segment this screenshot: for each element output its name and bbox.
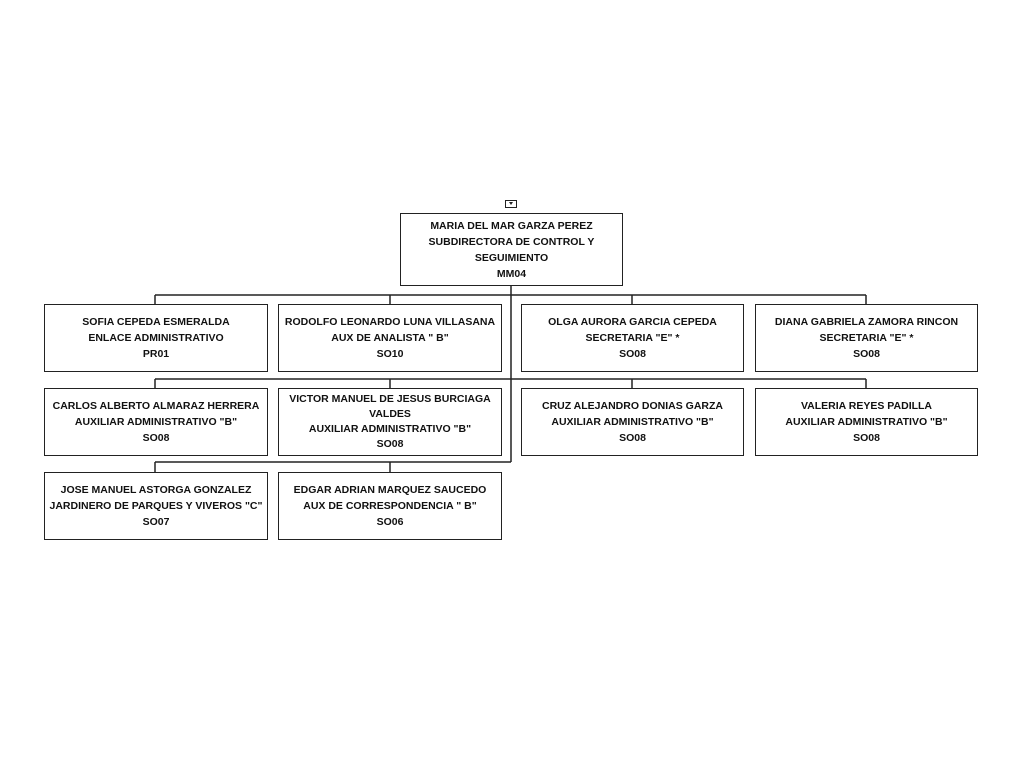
node-code: SO07 xyxy=(142,516,170,528)
node-title: AUXILIAR ADMINISTRATIVO "B" xyxy=(785,416,948,428)
node-code: SO08 xyxy=(376,438,404,450)
node-name: VALERIA REYES PADILLA xyxy=(800,400,933,412)
node-name: MARIA DEL MAR GARZA PEREZ xyxy=(430,219,593,232)
org-node-root[interactable]: MARIA DEL MAR GARZA PEREZ SUBDIRECTORA D… xyxy=(400,213,623,286)
org-node[interactable]: CRUZ ALEJANDRO DONIAS GARZA AUXILIAR ADM… xyxy=(521,388,744,456)
node-code: SO08 xyxy=(142,432,170,444)
node-title: AUX DE ANALISTA " B" xyxy=(331,332,449,344)
node-name: CRUZ ALEJANDRO DONIAS GARZA xyxy=(541,400,724,412)
org-node[interactable]: DIANA GABRIELA ZAMORA RINCON SECRETARIA … xyxy=(755,304,978,372)
node-name: OLGA AURORA GARCIA CEPEDA xyxy=(548,316,717,328)
node-name: SOFIA CEPEDA ESMERALDA xyxy=(82,316,230,328)
node-name: CARLOS ALBERTO ALMARAZ HERRERA xyxy=(52,400,260,412)
node-code: SO08 xyxy=(853,348,880,360)
node-title: ENLACE ADMINISTRATIVO xyxy=(88,332,224,344)
expand-handle-icon[interactable] xyxy=(505,200,517,208)
node-title: SECRETARIA "E" * xyxy=(585,332,680,344)
node-title: AUXILIAR ADMINISTRATIVO "B" xyxy=(551,416,714,428)
org-node[interactable]: SOFIA CEPEDA ESMERALDA ENLACE ADMINISTRA… xyxy=(44,304,268,372)
node-title: JARDINERO DE PARQUES Y VIVEROS "C" xyxy=(49,500,263,512)
org-node[interactable]: VALERIA REYES PADILLA AUXILIAR ADMINISTR… xyxy=(755,388,978,456)
org-node[interactable]: VICTOR MANUEL DE JESUS BURCIAGA VALDES A… xyxy=(278,388,502,456)
node-name: RODOLFO LEONARDO LUNA VILLASANA xyxy=(284,316,496,328)
node-title: SUBDIRECTORA DE CONTROL Y SEGUIMIENTO xyxy=(428,235,595,264)
node-code: MM04 xyxy=(496,267,527,280)
org-node[interactable]: EDGAR ADRIAN MARQUEZ SAUCEDO AUX DE CORR… xyxy=(278,472,502,540)
node-code: SO10 xyxy=(376,348,404,360)
node-title: AUXILIAR ADMINISTRATIVO "B" xyxy=(74,416,238,428)
node-title: SECRETARIA "E" * xyxy=(819,332,914,344)
org-node[interactable]: CARLOS ALBERTO ALMARAZ HERRERA AUXILIAR … xyxy=(44,388,268,456)
org-node[interactable]: RODOLFO LEONARDO LUNA VILLASANA AUX DE A… xyxy=(278,304,502,372)
node-code: SO08 xyxy=(619,432,646,444)
node-name: VICTOR MANUEL DE JESUS BURCIAGA VALDES xyxy=(289,393,491,420)
node-code: PR01 xyxy=(142,348,170,360)
org-node[interactable]: JOSE MANUEL ASTORGA GONZALEZ JARDINERO D… xyxy=(44,472,268,540)
node-code: SO08 xyxy=(619,348,646,360)
node-code: SO06 xyxy=(376,516,404,528)
node-title: AUX DE CORRESPONDENCIA " B" xyxy=(303,500,477,512)
node-code: SO08 xyxy=(853,432,880,444)
org-node[interactable]: OLGA AURORA GARCIA CEPEDA SECRETARIA "E"… xyxy=(521,304,744,372)
node-name: EDGAR ADRIAN MARQUEZ SAUCEDO xyxy=(293,484,487,496)
node-name: JOSE MANUEL ASTORGA GONZALEZ xyxy=(60,484,252,496)
node-title: AUXILIAR ADMINISTRATIVO "B" xyxy=(308,423,472,435)
node-name: DIANA GABRIELA ZAMORA RINCON xyxy=(774,316,959,328)
